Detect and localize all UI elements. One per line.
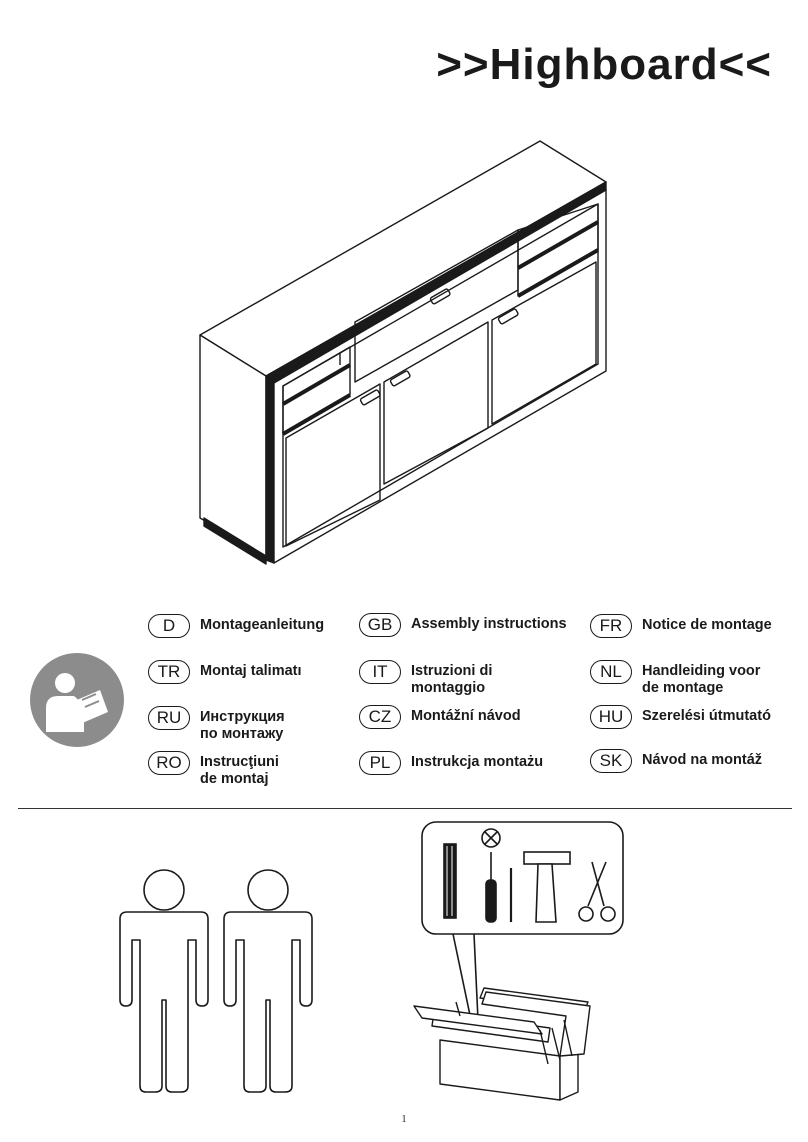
language-item: RO Instrucţiuni de montaj	[148, 751, 279, 788]
language-label: Handleiding voor de montage	[642, 663, 761, 696]
language-code-badge: HU	[590, 705, 632, 729]
language-code-badge: PL	[359, 751, 401, 775]
language-code-badge: CZ	[359, 705, 401, 729]
language-item: GB Assembly instructions	[359, 613, 567, 637]
language-label: Montageanleitung	[200, 617, 325, 633]
language-item: SK Návod na montáž	[590, 749, 762, 773]
language-code-badge: IT	[359, 660, 401, 684]
page-title: >>Highboard<<	[436, 40, 772, 89]
language-code-badge: RU	[148, 706, 190, 730]
language-item: D Montageanleitung	[148, 614, 324, 638]
language-label: Szerelési útmutató	[642, 708, 771, 724]
language-code-badge: FR	[590, 614, 632, 638]
section-divider	[18, 808, 792, 809]
language-label: Montážní návod	[411, 708, 521, 724]
language-label: Istruzioni di montaggio	[411, 663, 493, 696]
language-item: RU Инструкция по монтажу	[148, 706, 285, 743]
language-code-badge: GB	[359, 613, 401, 637]
language-label: Assembly instructions	[411, 616, 567, 632]
language-item: IT Istruzioni di montaggio	[359, 660, 492, 697]
language-item: NL Handleiding voor de montage	[590, 660, 760, 697]
language-code-badge: TR	[148, 660, 190, 684]
language-code-badge: D	[148, 614, 190, 638]
language-label: Инструкция по монтажу	[200, 709, 285, 742]
language-item: CZ Montážní návod	[359, 705, 521, 729]
page-number: 1	[401, 1114, 407, 1125]
language-code-badge: NL	[590, 660, 632, 684]
language-label: Notice de montage	[642, 617, 772, 633]
language-item: PL Instrukcja montażu	[359, 751, 543, 775]
language-code-badge: SK	[590, 749, 632, 773]
language-code-badge: RO	[148, 751, 190, 775]
language-item: HU Szerelési útmutató	[590, 705, 771, 729]
language-label: Montaj talimatı	[200, 663, 302, 679]
language-item: FR Notice de montage	[590, 614, 772, 638]
language-label: Instrukcja montażu	[411, 754, 544, 770]
language-label: Návod na montáž	[642, 752, 763, 768]
language-item: TR Montaj talimatı	[148, 660, 302, 684]
language-label: Instrucţiuni de montaj	[200, 754, 279, 787]
